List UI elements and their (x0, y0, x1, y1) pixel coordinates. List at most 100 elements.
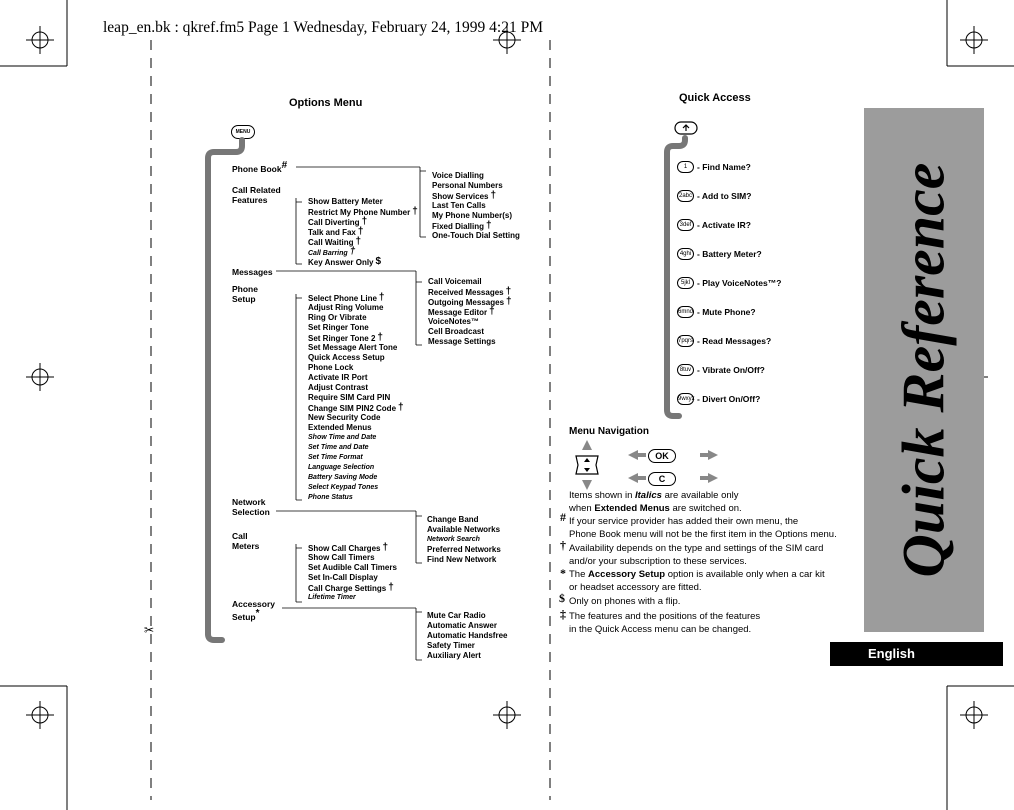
messages-item: VoiceNotes™ (428, 317, 479, 326)
ok-key: OK (648, 449, 676, 463)
quick-access-item: - Read Messages? (697, 336, 772, 346)
quick-access-item: - Find Name? (697, 162, 751, 172)
quick-access-item: - Add to SIM? (697, 191, 752, 201)
quick-access-item: - Play VoiceNotes™? (697, 278, 782, 288)
call-related-item: Talk and Fax† (308, 226, 364, 238)
svg-text:✂: ✂ (144, 623, 154, 637)
keypad-key-icon: 5jkl (677, 277, 694, 289)
dagger-symbol: † (560, 538, 566, 552)
hash-symbol: # (560, 510, 566, 524)
top-menu-item: Messages (232, 267, 273, 277)
phone-setup-item: Set Time Format (308, 454, 363, 461)
phone-setup-item: Phone Status (308, 494, 353, 501)
phone-setup-item: Select Keypad Tones (308, 484, 379, 491)
quick-access-item: - Vibrate On/Off? (697, 365, 765, 375)
quick-access-item: - Activate IR? (697, 220, 752, 230)
messages-item: Message Editor† (428, 306, 495, 318)
language-tab: English (830, 642, 1003, 666)
call-meters-item: Lifetime Timer (308, 594, 356, 601)
quick-access-item: - Battery Meter? (697, 249, 762, 259)
keypad-key-icon: 8tuv (677, 364, 694, 376)
network-item: Available Networks (427, 525, 501, 534)
call-meters-item: Set Audible Call Timers (308, 563, 397, 572)
keypad-key-icon: 1 (677, 161, 694, 173)
phone-setup-item: Activate IR Port (308, 373, 368, 382)
phonebook-item: Show Services† (432, 190, 497, 202)
network-item: Change Band (427, 515, 479, 524)
phone-setup-item: Set Ringer Tone (308, 323, 369, 332)
messages-item: Call Voicemail (428, 277, 482, 286)
keypad-key-icon: 3def (677, 219, 694, 231)
accessory-item: Automatic Answer (427, 621, 497, 630)
call-meters-item: Show Call Timers (308, 553, 375, 562)
network-item: Find New Network (427, 555, 497, 564)
top-menu-item: Phone Book# (232, 160, 288, 175)
phone-setup-item: Ring Or Vibrate (308, 313, 367, 322)
phone-setup-item: Quick Access Setup (308, 353, 385, 362)
call-related-item: Key Answer Only$ (308, 256, 382, 268)
note-hash: If your service provider has added their… (569, 516, 837, 540)
phone-setup-item: Extended Menus (308, 423, 372, 432)
quick-reference-sidebar (864, 108, 984, 632)
note-dagger: Availability depends on the type and set… (569, 543, 824, 567)
phone-setup-item: Set Ringer Tone 2† (308, 332, 383, 344)
phonebook-item: Fixed Dialling† (432, 220, 492, 232)
phone-setup-item: Change SIM PIN2 Code† (308, 402, 404, 414)
phonebook-item: Personal Numbers (432, 181, 503, 190)
network-item: Preferred Networks (427, 545, 501, 554)
menu-navigation-title: Menu Navigation (569, 426, 650, 437)
phone-setup-item: Select Phone Line† (308, 292, 385, 304)
quick-access-title: Quick Access (679, 92, 751, 104)
phone-setup-item: New Security Code (308, 413, 381, 422)
quick-access-item: - Divert On/Off? (697, 394, 761, 404)
phone-setup-item: Require SIM Card PIN (308, 393, 391, 402)
note-star: The Accessory Setup option is available … (569, 569, 825, 593)
accessory-item: Mute Car Radio (427, 611, 486, 620)
quick-access-item: - Mute Phone? (697, 307, 756, 317)
messages-item: Message Settings (428, 337, 496, 346)
note-dollar: Only on phones with a flip. (569, 596, 681, 607)
call-meters-item: Call Charge Settings† (308, 582, 394, 594)
call-related-item: Call Barring† (308, 246, 356, 258)
phone-setup-item: Adjust Contrast (308, 383, 368, 392)
phonebook-item: Voice Dialling (432, 171, 484, 180)
phonebook-item: Last Ten Calls (432, 201, 486, 210)
accessory-item: Auxiliary Alert (427, 651, 481, 660)
phone-setup-item: Show Time and Date (308, 434, 377, 441)
keypad-key-icon: 2abc (677, 190, 694, 202)
messages-item: Received Messages† (428, 286, 512, 298)
phonebook-item: My Phone Number(s) (432, 211, 513, 220)
phone-setup-item: Set Time and Date (308, 444, 369, 451)
keypad-key-icon: 4ghi (677, 248, 694, 260)
accessory-item: Safety Timer (427, 641, 475, 650)
call-related-item: Call Diverting† (308, 216, 368, 228)
network-item: Network Search (427, 536, 480, 543)
options-menu-title: Options Menu (289, 97, 363, 109)
phonebook-item: One-Touch Dial Setting (432, 231, 520, 240)
phone-setup-item: Battery Saving Mode (308, 474, 378, 481)
double-dagger-symbol: ‡ (560, 607, 566, 621)
call-meters-item: Show Call Charges† (308, 542, 389, 554)
dollar-symbol: $ (559, 591, 565, 605)
phone-setup-item: Phone Lock (308, 363, 354, 372)
keypad-key-icon: 6mno (677, 306, 694, 318)
messages-item: Cell Broadcast (428, 327, 485, 336)
call-related-item: Restrict My Phone Number† (308, 206, 418, 218)
print-header: leap_en.bk : qkref.fm5 Page 1 Wednesday,… (103, 19, 543, 36)
note-italics: Items shown in Italics are available onl… (569, 490, 742, 514)
call-meters-item: Set In-Call Display (308, 573, 378, 582)
keypad-key-icon: 7pqrs (677, 335, 694, 347)
phone-setup-item: Adjust Ring Volume (308, 303, 384, 312)
call-related-item: Call Waiting† (308, 236, 362, 248)
phone-setup-item: Language Selection (308, 464, 375, 471)
c-key: C (648, 472, 676, 486)
